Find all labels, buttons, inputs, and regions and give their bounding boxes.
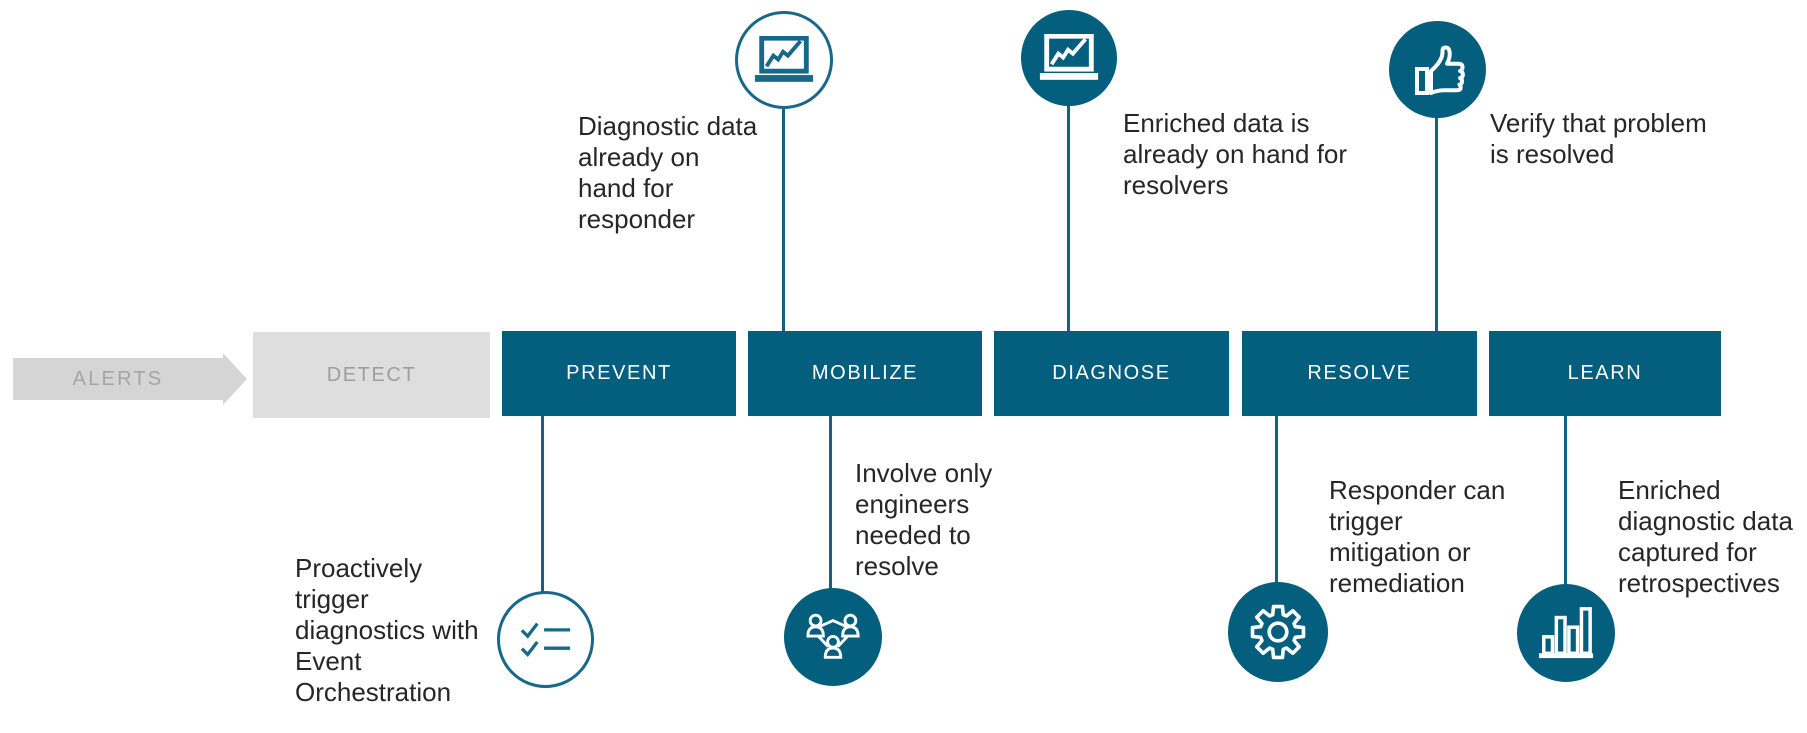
connector-prevent-bottom	[541, 416, 544, 594]
note-diagnostic-data: Diagnostic data already on hand for resp…	[578, 111, 758, 234]
diagnostic-data-circle	[735, 11, 833, 109]
connector-mobilize-top	[782, 105, 785, 331]
connector-resolve-top	[1435, 114, 1438, 331]
responders-circle	[784, 588, 882, 686]
alerts-label: ALERTS	[72, 367, 164, 390]
stage-resolve: RESOLVE	[1242, 331, 1477, 416]
stage-detect: DETECT	[253, 332, 490, 418]
note-verify-resolved: Verify that problem is resolved	[1490, 108, 1707, 169]
automation-gear-circle	[1228, 582, 1328, 682]
note-enriched-data: Enriched data is already on hand for res…	[1123, 108, 1348, 200]
connector-resolve-bottom	[1275, 416, 1278, 584]
stage-diagnose: DIAGNOSE	[994, 331, 1229, 416]
stage-mobilize: MOBILIZE	[748, 331, 982, 416]
connector-diagnose-top	[1067, 102, 1070, 331]
stage-prevent: PREVENT	[502, 331, 736, 416]
gear-icon	[1249, 603, 1307, 661]
note-retrospective-data: Enriched diagnostic data captured for re…	[1618, 475, 1793, 598]
retrospective-chart-circle	[1517, 584, 1615, 682]
verify-resolved-circle	[1389, 21, 1486, 118]
alerts-arrow: ALERTS	[13, 353, 247, 405]
event-orchestration-circle	[497, 591, 594, 688]
note-responder-mitigation: Responder can trigger mitigation or reme…	[1329, 475, 1506, 598]
laptop-chart-icon	[1037, 33, 1101, 83]
note-involve-engineers: Involve only engineers needed to resolve	[855, 458, 993, 581]
connector-learn-bottom	[1564, 416, 1567, 586]
bar-chart-icon	[1537, 605, 1595, 661]
laptop-chart-icon	[752, 35, 816, 85]
people-network-icon	[800, 609, 866, 665]
note-proactive-diagnostics: Proactively trigger diagnostics with Eve…	[295, 553, 479, 707]
checklist-icon	[519, 621, 573, 659]
enriched-data-circle	[1021, 10, 1117, 106]
connector-mobilize-bottom	[829, 416, 832, 591]
stage-learn: LEARN	[1489, 331, 1721, 416]
thumbs-up-icon	[1407, 41, 1469, 99]
